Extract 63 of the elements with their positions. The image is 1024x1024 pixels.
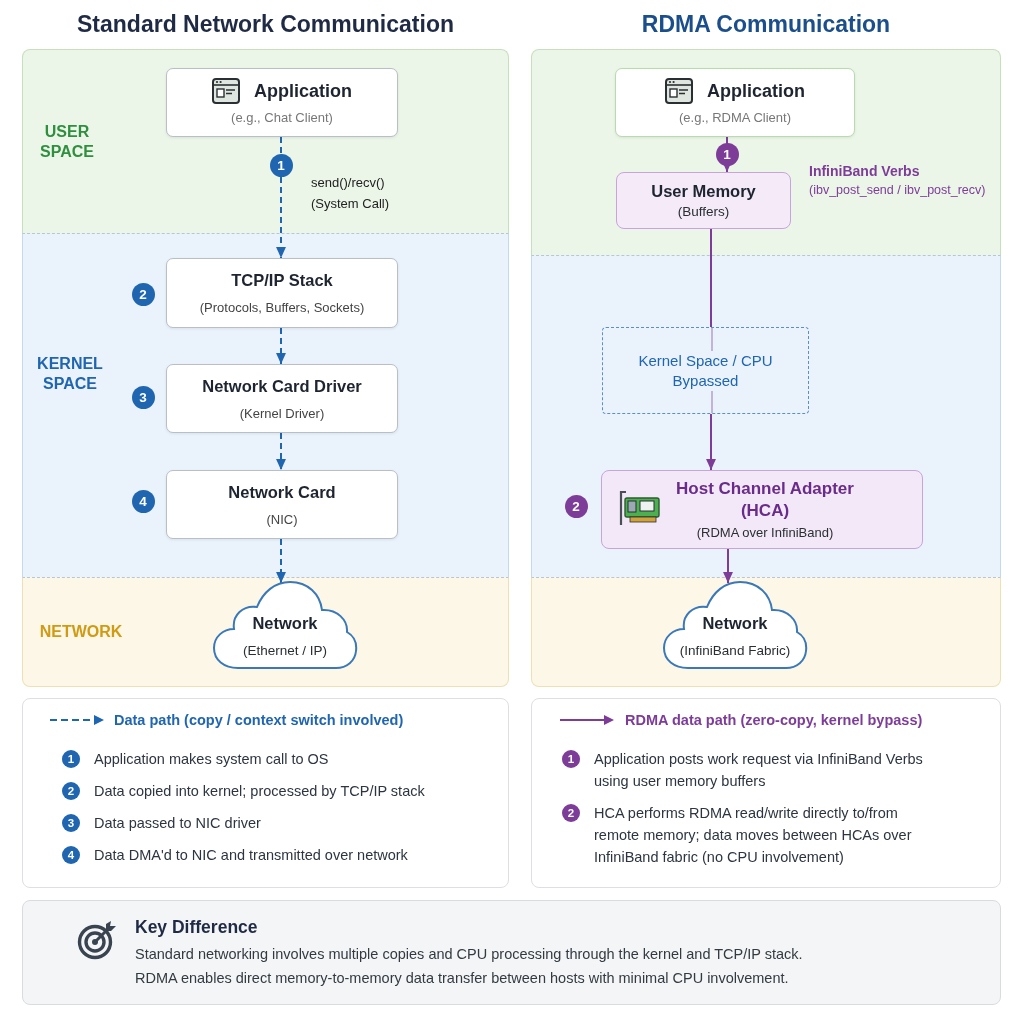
step-description: Data DMA'd to NIC and transmitted over network xyxy=(94,846,409,865)
arrow xyxy=(276,327,286,365)
box-subtitle: (RDMA over InfiniBand) xyxy=(696,523,834,542)
kernel-space-band xyxy=(531,255,1001,577)
arrow xyxy=(276,432,286,471)
box-subtitle: (e.g., RDMA Client) xyxy=(679,109,791,127)
arrow xyxy=(706,413,716,471)
legend-label: RDMA data path (zero-copy, kernel bypass) xyxy=(625,711,923,730)
cloud-subtitle: (InfiniBand Fabric) xyxy=(678,642,792,660)
step-number: 4 xyxy=(131,489,155,513)
box-title: Host Channel Adapter (HCA) xyxy=(675,477,855,522)
box-subtitle: (Kernel Driver) xyxy=(239,404,325,423)
process-box xyxy=(166,470,398,539)
network-cloud xyxy=(212,581,358,669)
process-box xyxy=(166,364,398,433)
kernel-space-band xyxy=(22,233,509,577)
summary-box xyxy=(22,900,1001,1005)
box-title: Network Card Driver xyxy=(202,375,362,397)
panel-heading: Standard Network Communication xyxy=(76,10,455,39)
memory-box xyxy=(616,172,791,229)
step-number: 2 xyxy=(564,494,588,518)
arrow xyxy=(723,548,733,584)
api-label: InfiniBand Verbs xyxy=(809,162,920,181)
box-subtitle: (NIC) xyxy=(266,510,298,529)
box-title: User Memory xyxy=(651,181,756,202)
step-description: Data copied into kernel; processed by TCP/IP stack xyxy=(94,782,426,801)
box-title: Application xyxy=(254,80,352,102)
step-description: Data passed to NIC driver xyxy=(94,814,262,833)
process-box xyxy=(166,258,398,328)
legend-label: Data path (copy / context switch involved) xyxy=(114,711,404,730)
cloud-subtitle: (Ethernet / IP) xyxy=(241,642,328,660)
arrow xyxy=(276,538,286,584)
box-subtitle: (e.g., Chat Client) xyxy=(231,109,333,127)
panel-heading: RDMA Communication xyxy=(640,10,892,39)
summary-heading: Key Difference xyxy=(135,916,258,938)
box-title: Application xyxy=(707,80,805,102)
band-label: NETWORK xyxy=(38,622,124,642)
arrow xyxy=(722,136,732,173)
summary-text: RDMA enables direct memory-to-memory data transfer between hosts with minimal CPU involvement. xyxy=(135,969,789,988)
step-description: Application makes system call to OS xyxy=(94,750,330,769)
step-description: HCA performs RDMA read/write directly to/from remote memory; data moves between HCAs over InfiniBand fabric (no CPU involvement) xyxy=(594,804,913,867)
box-subtitle: (Protocols, Buffers, Sockets) xyxy=(199,299,365,317)
user-space-band xyxy=(22,49,509,233)
api-call-label: (ibv_post_send / ibv_post_recv) xyxy=(809,182,986,199)
step-number: 2 xyxy=(131,282,155,306)
user-space-band xyxy=(531,49,1001,255)
network-cloud xyxy=(662,581,808,669)
application-box xyxy=(166,68,398,137)
network-band xyxy=(531,577,1001,687)
box-subtitle: (Buffers) xyxy=(677,203,730,221)
cloud-title: Network xyxy=(701,613,769,634)
band-label: USER SPACE xyxy=(39,122,95,162)
network-band xyxy=(22,577,509,687)
bypass-region xyxy=(602,327,809,414)
step-description: Application posts work request via InfiniBand Verbs using user memory buffers xyxy=(594,750,924,791)
step-number: 3 xyxy=(131,385,155,409)
cloud-title: Network xyxy=(251,613,319,634)
band-label: KERNEL SPACE xyxy=(36,354,104,394)
box-title: TCP/IP Stack xyxy=(231,270,333,291)
summary-text: Standard networking involves multiple copies and CPU processing through the kernel and TCP/IP stack. xyxy=(135,945,803,964)
box-title: Network Card xyxy=(228,481,336,503)
adapter-box xyxy=(601,470,923,549)
application-box xyxy=(615,68,855,137)
